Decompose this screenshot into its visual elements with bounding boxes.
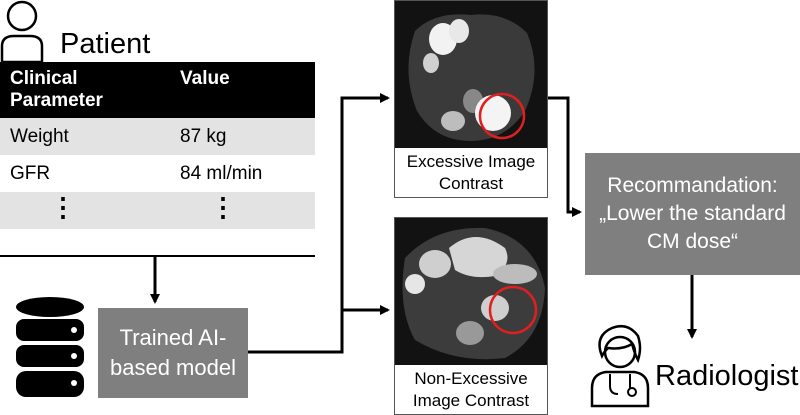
ct-panel-excessive: Excessive Image Contrast <box>394 0 548 198</box>
database-icon <box>16 297 84 397</box>
radiologist-icon <box>590 325 650 408</box>
ct-label-non-excessive: Non-Excessive Image Contrast <box>412 369 530 410</box>
recommendation-box: Recommandation: „Lower the standard CM d… <box>585 153 800 275</box>
table-row-ellipsis: ⋮ ⋮ <box>0 192 315 229</box>
highlight-circle <box>488 285 538 335</box>
arrow-model-to-excessive <box>248 93 390 354</box>
ct-image-non-excessive <box>395 218 547 365</box>
table-cell-param: GFR <box>10 162 51 184</box>
ai-model-label: Trained AI-based model <box>110 325 236 380</box>
radiologist-title: Radiologist <box>655 360 799 392</box>
clinical-parameter-table: Clinical Parameter Value Weight 87 kg GF… <box>0 62 315 229</box>
table-header-row: Clinical Parameter Value <box>0 62 315 118</box>
recommendation-label: Recommandation: „Lower the standard CM d… <box>599 174 786 253</box>
column-header-parameter: Clinical Parameter <box>0 62 170 118</box>
ct-label-excessive: Excessive Image Contrast <box>406 152 536 193</box>
person-icon <box>0 0 44 64</box>
patient-title: Patient <box>60 28 151 60</box>
ct-panel-non-excessive: Non-Excessive Image Contrast <box>394 217 548 415</box>
ct-image-excessive <box>395 1 547 148</box>
arrow-excessive-to-recommendation <box>546 96 582 217</box>
table-cell-value: 87 kg <box>170 118 315 155</box>
table-cell-param: Weight <box>0 118 170 155</box>
table-row: GFR 84 ml/min <box>0 155 315 192</box>
column-header-value: Value <box>170 62 315 118</box>
table-row: Weight 87 kg <box>0 118 315 155</box>
table-cell-value: 84 ml/min <box>180 162 263 184</box>
highlight-circle <box>478 92 526 140</box>
ai-model-box: Trained AI-based model <box>98 308 248 398</box>
